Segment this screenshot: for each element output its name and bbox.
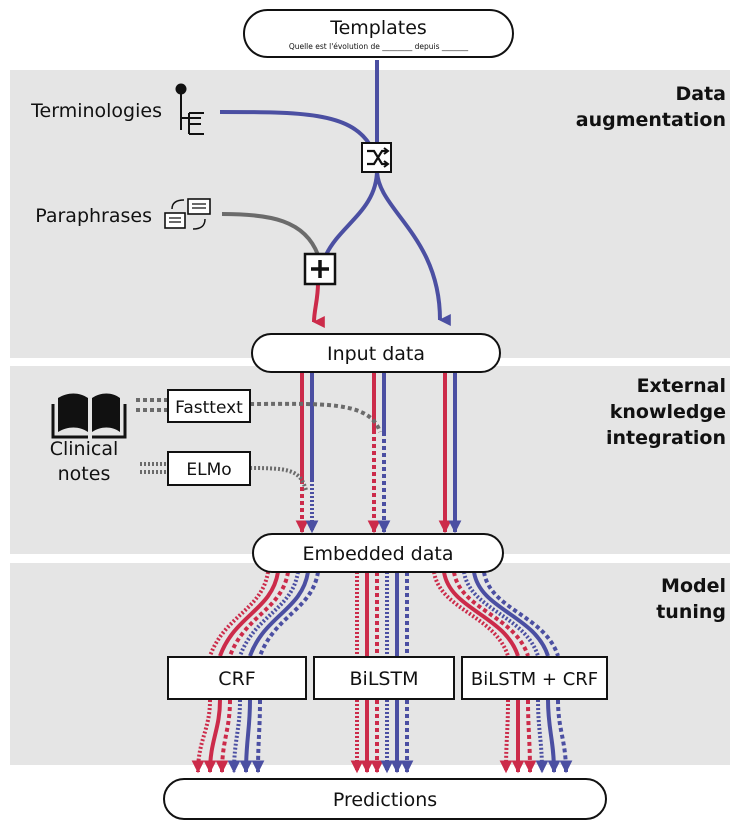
crf-pred-4 [227, 699, 242, 774]
paraphrases-label: Paraphrases [35, 205, 152, 227]
emb-crf-6 [258, 571, 320, 657]
crf-node: CRF [167, 656, 307, 700]
section-data-augmentation-line1: Data [676, 83, 727, 105]
paraphrases-flow [221, 212, 320, 256]
section-model-tuning-line2: tuning [656, 601, 726, 623]
plus-icon [303, 252, 337, 286]
shuffle-to-input-flow [375, 169, 451, 326]
section-data-augmentation-line2: augmentation [576, 109, 726, 131]
bilstm-crf-node: BiLSTM + CRF [461, 656, 608, 700]
elmo-to-flow [249, 466, 308, 491]
input-data-node: Input data [251, 333, 501, 373]
section-model-tuning-line1: Model [661, 575, 726, 597]
template-example-text: Quelle est l'évolution de ________ depui… [289, 42, 469, 51]
emb-bilstmcrf-3 [452, 571, 530, 657]
fasttext-label: Fasttext [175, 398, 243, 418]
bilstmcrf-pred-6 [556, 699, 573, 774]
emb-bilstmcrf-1 [432, 571, 510, 657]
fasttext-node: Fasttext [167, 389, 251, 423]
elmo-label: ELMo [186, 460, 231, 480]
shuffle-to-plus-flow [324, 169, 379, 256]
bilstm-node: BiLSTM [313, 656, 455, 700]
emb-bilstmcrf-6 [482, 571, 560, 657]
section-external-knowledge-line3: integration [606, 427, 726, 449]
crf-pred-1 [191, 699, 212, 774]
crf-pred-5 [239, 699, 253, 774]
clinical-notes-label-line1: Clinical [50, 438, 119, 460]
clinical-to-elmo [140, 462, 168, 474]
bilstm-crf-label: BiLSTM + CRF [471, 669, 598, 690]
bilstmcrf-pred-5 [546, 699, 561, 774]
embedded-data-node: Embedded data [252, 533, 504, 573]
tree-icon [175, 83, 204, 135]
clinical-notes-label-line2: notes [58, 463, 111, 485]
elmo-node: ELMo [167, 451, 251, 486]
terminologies-flow [219, 110, 372, 147]
emb-crf-5 [248, 571, 310, 657]
predictions-node: Predictions [163, 778, 607, 820]
templates-label: Templates [329, 17, 427, 39]
templates-node: Templates Quelle est l'évolution de ____… [243, 9, 514, 58]
shuffle-icon [361, 142, 392, 173]
bilstmcrf-pred-4 [535, 699, 549, 774]
emb-crf-3 [228, 571, 290, 657]
clinical-to-fasttext [136, 398, 168, 412]
emb-bilstmcrf-5 [472, 571, 550, 657]
external-knowledge-band [10, 366, 730, 554]
crf-pred-3 [215, 699, 232, 774]
crf-pred-2 [203, 699, 222, 774]
plus-to-input-flow [312, 282, 325, 329]
section-external-knowledge-line2: knowledge [610, 401, 726, 423]
crf-pred-6 [251, 699, 265, 774]
data-augmentation-band [10, 70, 730, 358]
emb-bilstmcrf-2 [442, 571, 520, 657]
predictions-label: Predictions [333, 789, 437, 811]
bilstmcrf-pred-3 [523, 699, 537, 774]
embedded-data-label: Embedded data [303, 543, 454, 565]
input-data-label: Input data [327, 343, 425, 365]
emb-crf-2 [218, 571, 280, 657]
emb-crf-4 [238, 571, 300, 657]
book-icon [51, 393, 127, 439]
bilstm-label: BiLSTM [350, 668, 419, 690]
paraphrase-icon [164, 198, 211, 230]
terminologies-label: Terminologies [30, 100, 162, 122]
crf-label: CRF [218, 668, 255, 690]
fasttext-to-flow [249, 401, 382, 433]
emb-crf-1 [208, 571, 270, 657]
emb-bilstmcrf-4 [462, 571, 540, 657]
section-external-knowledge-line1: External [637, 375, 726, 397]
